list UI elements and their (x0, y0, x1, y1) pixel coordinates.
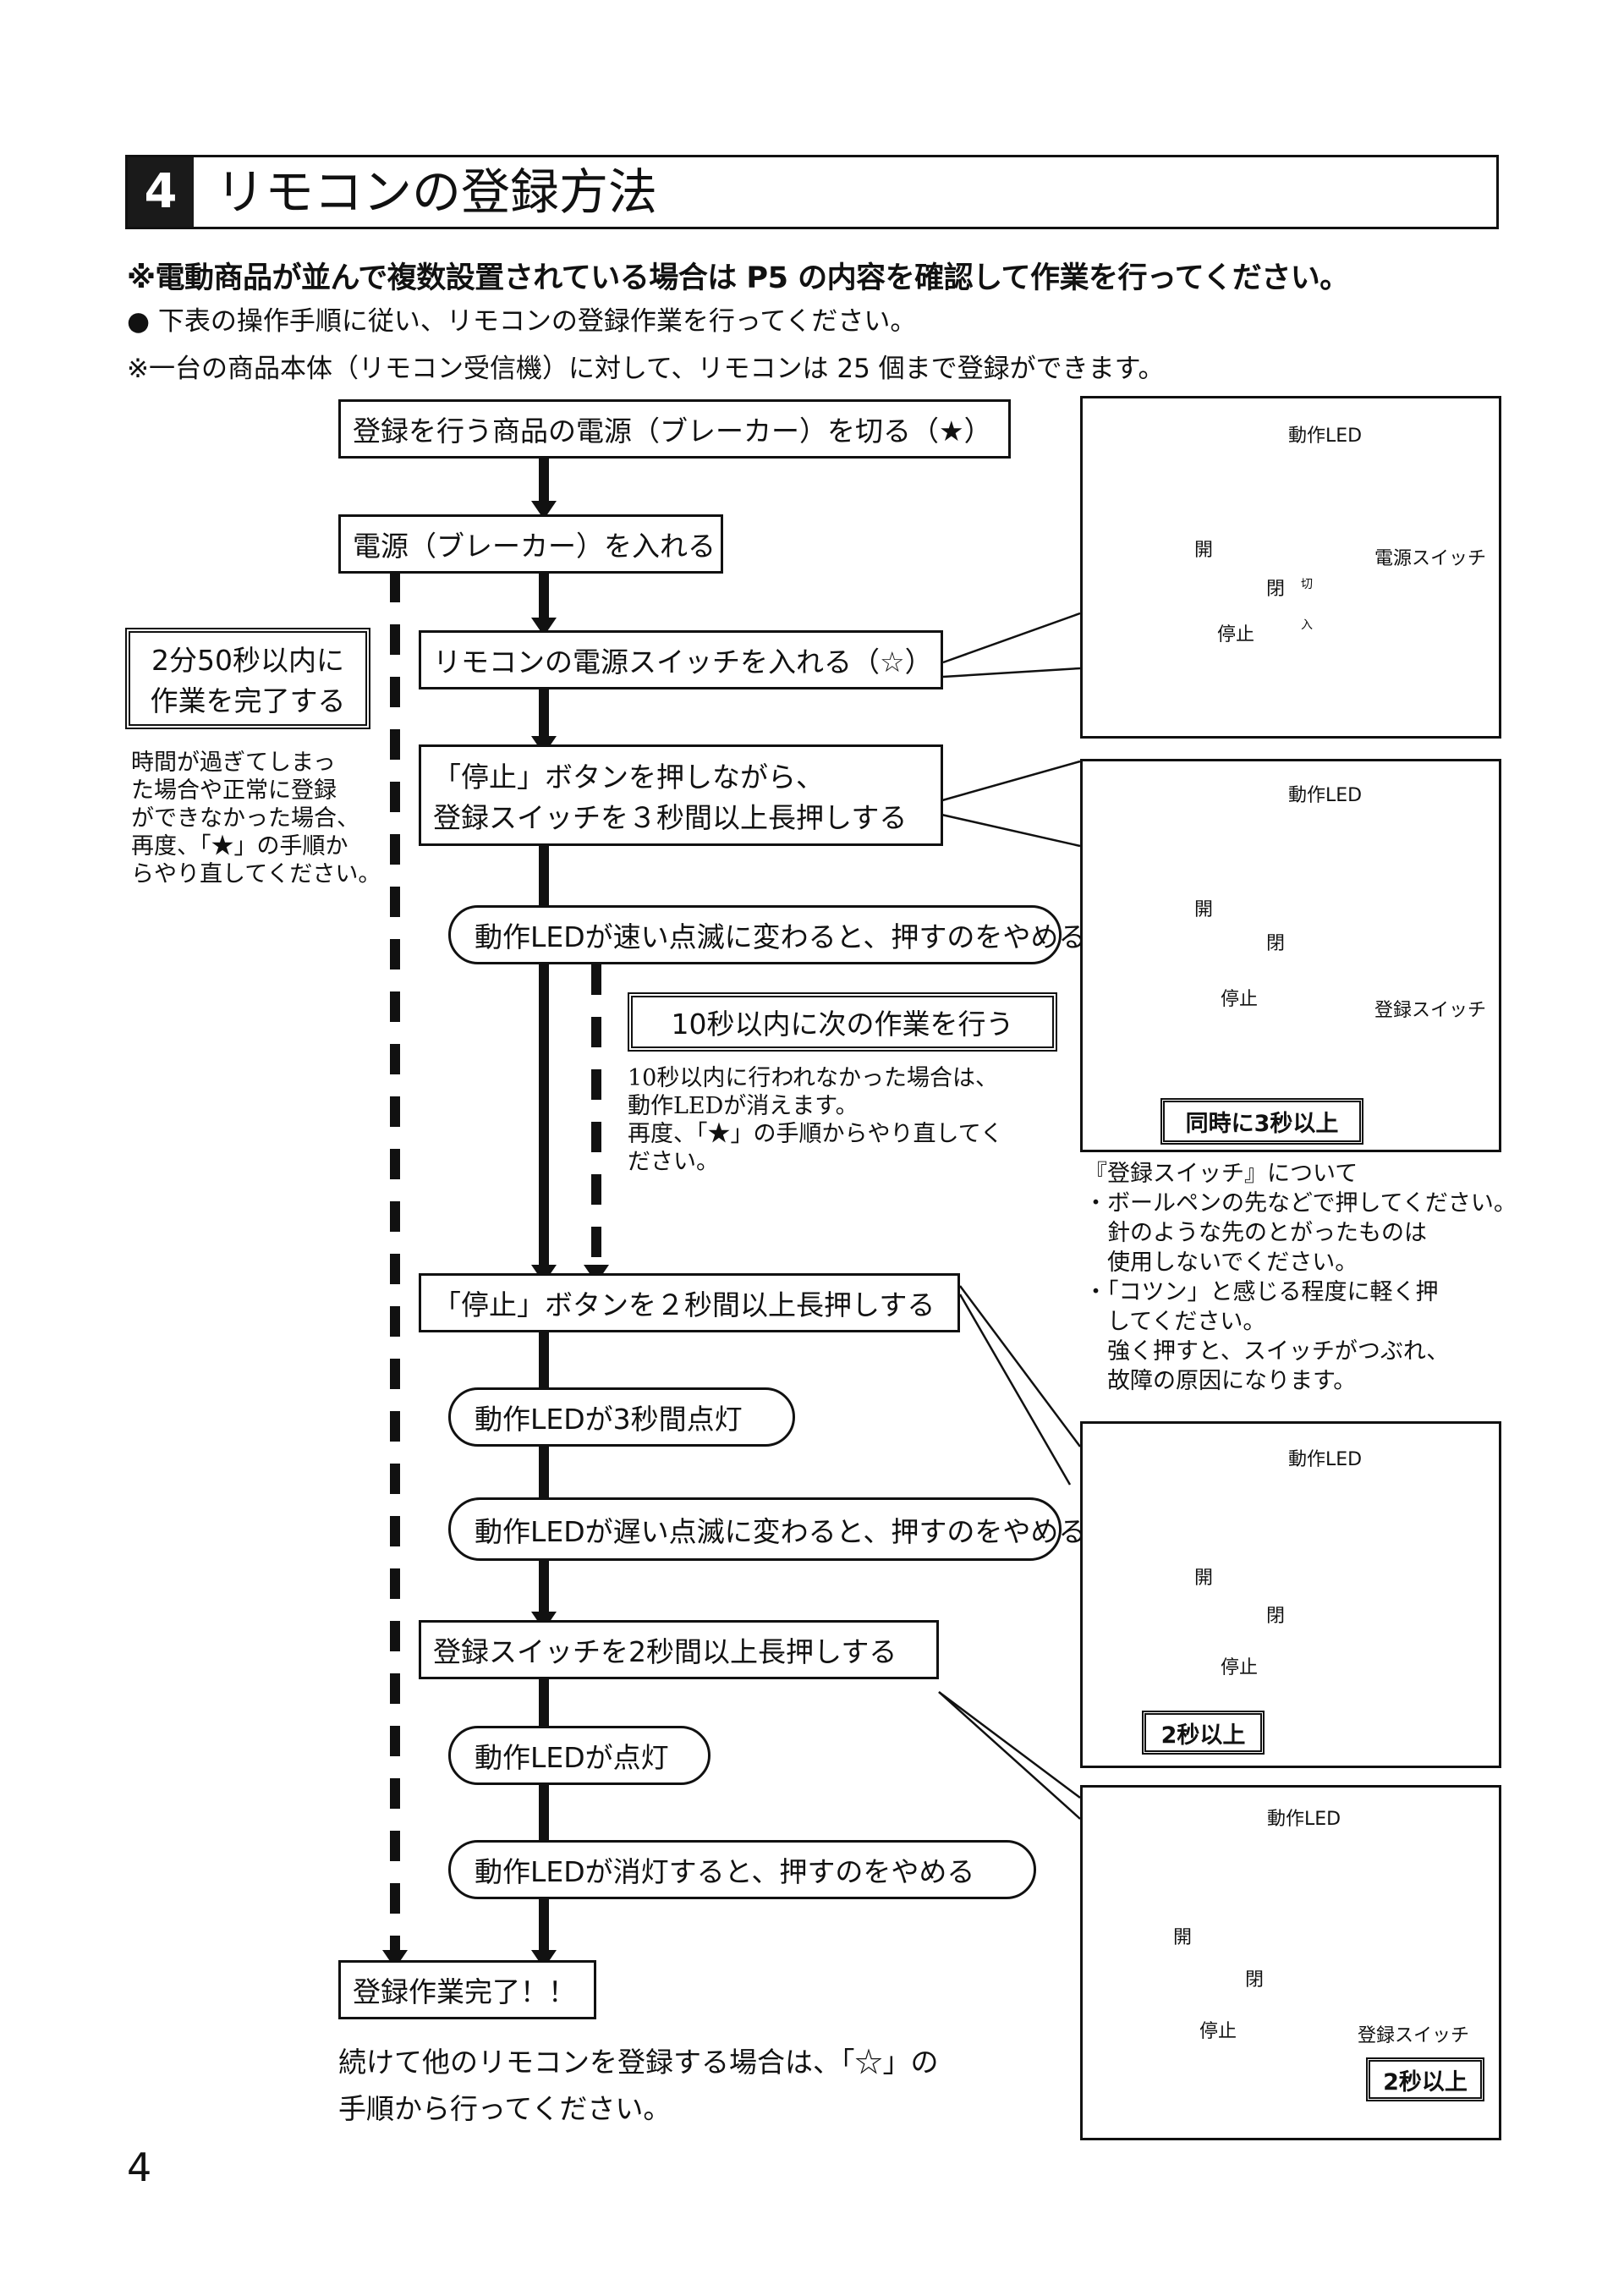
close-button-4: 閉 (1245, 1969, 1265, 1991)
registration-limit-note: ※一台の商品本体（リモコン受信機）に対して、リモコンは 25 個まで登録ができま… (127, 354, 1165, 384)
register-switch-label-2: 登録スイッチ (1374, 1000, 1487, 1021)
section-number: 4 (128, 157, 194, 227)
pill-led-fast-blink: 動作LEDが速い点滅に変わると、押すのをやめる (448, 905, 1086, 964)
simultaneous-3s-badge: 同時に3秒以上 (1160, 1098, 1363, 1145)
hold-2s-badge-3: 2秒以上 (1142, 1711, 1265, 1755)
register-switch-label-4: 登録スイッチ (1358, 2025, 1470, 2046)
pill-led-on: 動作LEDが点灯 (448, 1726, 710, 1785)
warning-notice: ※電動商品が並んで複数設置されている場合は P5 の内容を確認して作業を行ってく… (127, 261, 1349, 295)
step-hold-stop-2s: 「停止」ボタンを２秒間以上長押しする (419, 1273, 960, 1332)
close-button: 閉 (1266, 579, 1286, 600)
led-label-3: 動作LED (1288, 1449, 1363, 1470)
section-title: リモコンの登録方法 (216, 163, 658, 221)
section-header-frame (125, 155, 1499, 229)
pill-led-on-3s: 動作LEDが3秒間点灯 (448, 1387, 795, 1447)
pill-led-slow-blink: 動作LEDが遅い点滅に変わると、押すのをやめる (448, 1497, 1086, 1561)
off-mark: 切 (1301, 578, 1313, 591)
stop-button-2: 停止 (1221, 989, 1259, 1010)
power-switch-label: 電源スイッチ (1374, 548, 1487, 569)
on-mark: 入 (1301, 618, 1313, 632)
led-label-4: 動作LED (1267, 1809, 1341, 1830)
continue-note: 続けて他のリモコンを登録する場合は、「☆」の 手順から行ってください。 (338, 2046, 939, 2125)
open-button-3: 開 (1194, 1568, 1214, 1589)
hold-2s-badge-4: 2秒以上 (1366, 2057, 1484, 2101)
within-10-seconds: 10秒以内に次の作業を行う (628, 992, 1057, 1052)
open-button-4: 開 (1173, 1927, 1193, 1948)
step-breaker-on: 電源（ブレーカー）を入れる (338, 514, 723, 574)
step-registration-done: 登録作業完了！！ (338, 1960, 596, 2019)
time-limit-box: 2分50秒以内に 作業を完了する (125, 628, 370, 729)
stop-button-3: 停止 (1221, 1657, 1259, 1678)
remote-panel-3 (1080, 1421, 1501, 1768)
remote-panel-2 (1080, 759, 1501, 1152)
remote-panel-1 (1080, 396, 1501, 739)
stop-button: 停止 (1217, 624, 1255, 645)
close-button-2: 閉 (1266, 933, 1286, 954)
open-button: 開 (1194, 540, 1214, 561)
instruction-bullet: ● 下表の操作手順に従い、リモコンの登録作業を行ってください。 (127, 306, 917, 337)
time-limit-note: 時間が過ぎてしまっ た場合や正常に登録 ができなかった場合、 再度、「★」の手順… (131, 750, 381, 887)
page-number: 4 (127, 2145, 152, 2190)
led-label-2: 動作LED (1288, 785, 1363, 806)
stop-button-4: 停止 (1199, 2021, 1237, 2042)
open-button-2: 開 (1194, 899, 1214, 920)
step-breaker-off: 登録を行う商品の電源（ブレーカー）を切る（★） (338, 399, 1011, 459)
close-button-3: 閉 (1266, 1606, 1286, 1627)
within-10-note: 10秒以内に行われなかった場合は、 動作LEDが消えます。 再度、「★」の手順か… (628, 1065, 1003, 1175)
step-hold-register-2s: 登録スイッチを2秒間以上長押しする (419, 1620, 939, 1679)
step-hold-stop-register: 「停止」ボタンを押しながら、 登録スイッチを３秒間以上長押しする (419, 744, 943, 846)
pill-led-off: 動作LEDが消灯すると、押すのをやめる (448, 1840, 1036, 1899)
led-label-1: 動作LED (1288, 426, 1363, 447)
register-switch-note: 『登録スイッチ』について ・ボールペンの先などで押してください。 針のような先の… (1084, 1161, 1517, 1394)
step-power-switch: リモコンの電源スイッチを入れる（☆） (419, 630, 943, 689)
